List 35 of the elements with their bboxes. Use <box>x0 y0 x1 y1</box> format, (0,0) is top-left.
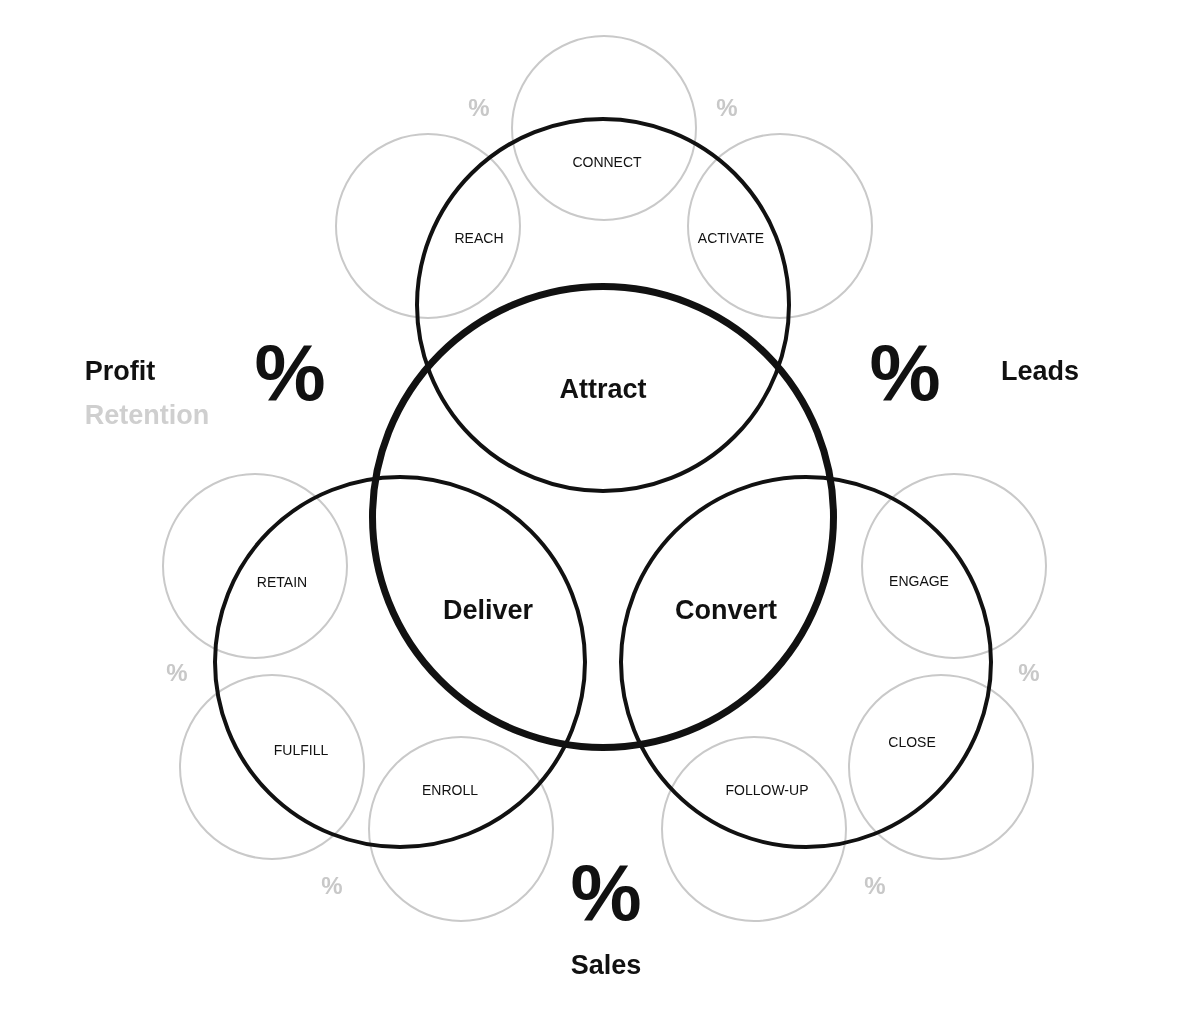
metric-label: Leads <box>1001 355 1079 387</box>
percent-sign: % <box>869 327 941 419</box>
stage-label: Deliver <box>442 594 534 626</box>
step-circle <box>511 35 697 221</box>
stage-circle <box>213 475 587 849</box>
percent-sign: % <box>166 659 188 687</box>
step-label: CONNECT <box>572 154 642 170</box>
step-circle <box>661 736 847 922</box>
step-label: FULFILL <box>273 742 329 758</box>
metric-label: Profit <box>84 355 156 387</box>
stage-circle <box>619 475 993 849</box>
percent-sign: % <box>1018 659 1040 687</box>
percent-sign: % <box>254 327 326 419</box>
step-label: ENGAGE <box>889 573 949 589</box>
percent-sign: % <box>321 872 343 900</box>
step-circle <box>687 133 873 319</box>
percent-sign: % <box>468 94 490 122</box>
percent-sign: % <box>716 94 738 122</box>
stage-label: Convert <box>675 594 777 626</box>
empty-circle <box>369 283 837 751</box>
percent-sign: % <box>570 847 642 939</box>
step-circle <box>861 473 1047 659</box>
stage-label: Attract <box>559 373 647 405</box>
step-label: ENROLL <box>422 782 478 798</box>
step-label: ACTIVATE <box>697 230 765 246</box>
metric-label: Sales <box>570 949 642 981</box>
step-label: CLOSE <box>888 734 936 750</box>
percent-sign: % <box>864 872 886 900</box>
step-label: REACH <box>454 230 504 246</box>
stage-circle <box>415 117 791 493</box>
step-label: FOLLOW-UP <box>725 782 809 798</box>
step-circle <box>368 736 554 922</box>
step-circle <box>335 133 521 319</box>
step-circle <box>162 473 348 659</box>
step-label: RETAIN <box>256 574 308 590</box>
